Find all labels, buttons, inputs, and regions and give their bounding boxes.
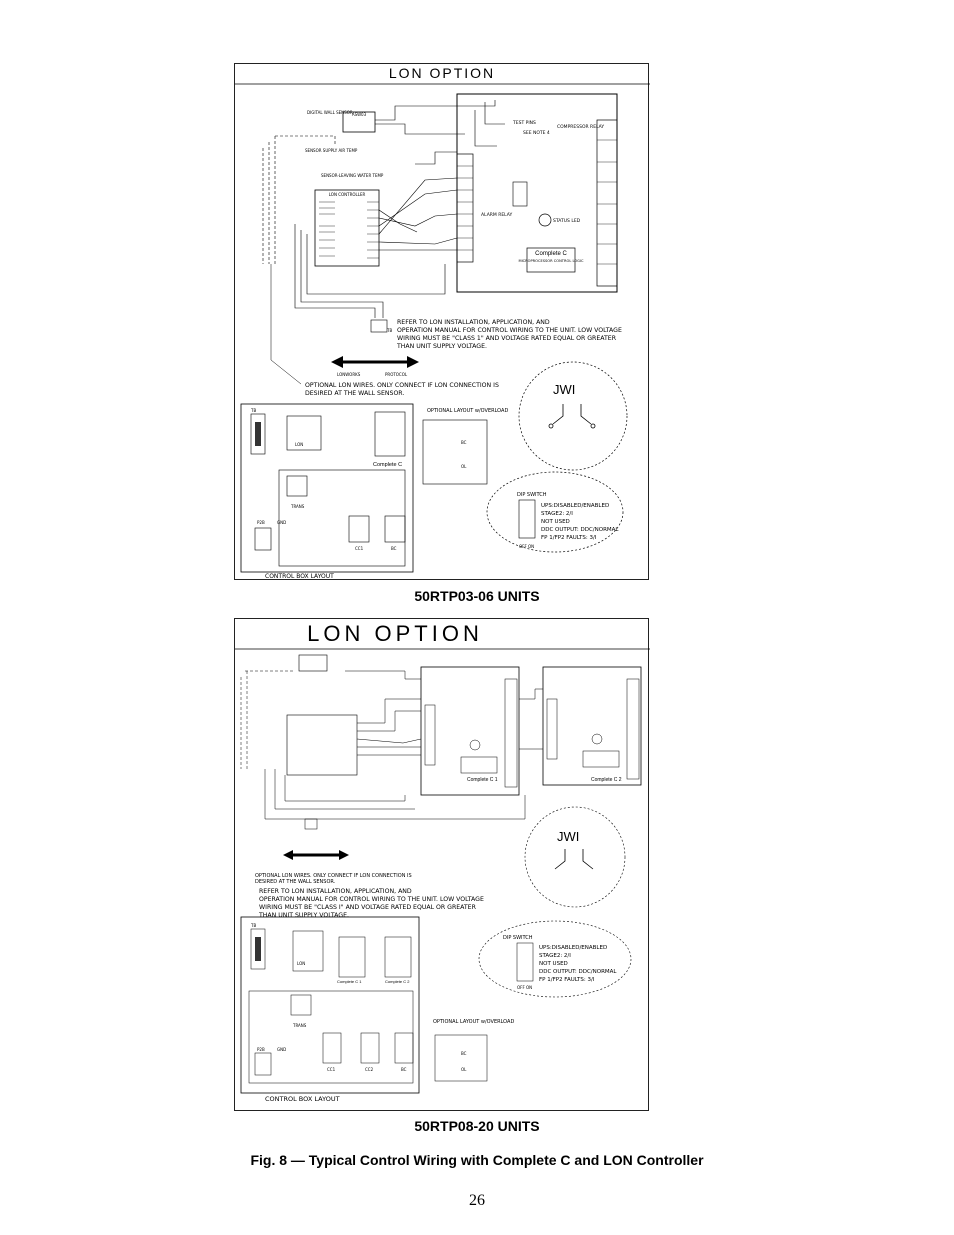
svg-text:TB: TB <box>386 328 392 333</box>
svg-text:DDC OUTPUT: DDC/NORMAL: DDC OUTPUT: DDC/NORMAL <box>539 969 617 975</box>
svg-text:THAN UNIT SUPPLY VOLTAGE.: THAN UNIT SUPPLY VOLTAGE. <box>396 343 487 350</box>
svg-text:REFER TO LON INSTALLATION, APP: REFER TO LON INSTALLATION, APPLICATION, … <box>397 319 550 326</box>
svg-text:P2B: P2B <box>257 520 265 525</box>
svg-text:BC: BC <box>401 1067 407 1072</box>
svg-text:TB: TB <box>250 408 256 413</box>
svg-text:OPERATION MANUAL FOR CONTROL W: OPERATION MANUAL FOR CONTROL WIRING TO T… <box>397 327 622 334</box>
svg-text:STAGE2: 2/I: STAGE2: 2/I <box>541 511 573 517</box>
svg-text:STATUS LED: STATUS LED <box>553 218 581 224</box>
lon-option-diagram-03-06: LON OPTION ASW03 DIGITAL WALL SENSOR SEN… <box>234 63 650 580</box>
svg-text:OL: OL <box>461 464 467 469</box>
jwi-detail <box>524 806 626 908</box>
svg-text:OPTIONAL LAYOUT w/OVERLOAD: OPTIONAL LAYOUT w/OVERLOAD <box>427 408 508 414</box>
svg-text:TB: TB <box>250 923 256 928</box>
svg-text:LONWORKS: LONWORKS <box>337 372 361 377</box>
control-box-layout <box>240 916 420 1094</box>
svg-text:UPS:DISABLED/ENABLED: UPS:DISABLED/ENABLED <box>541 503 609 509</box>
svg-text:CC1: CC1 <box>355 546 364 551</box>
svg-text:CC2: CC2 <box>365 1067 374 1072</box>
svg-text:OFF ON: OFF ON <box>519 544 534 549</box>
svg-text:OPTIONAL LON WIRES. ONLY CONNE: OPTIONAL LON WIRES. ONLY CONNECT IF LON … <box>305 382 499 389</box>
svg-text:DDC OUTPUT: DDC/NORMAL: DDC OUTPUT: DDC/NORMAL <box>541 527 619 533</box>
complete-c1-board <box>420 666 520 796</box>
svg-text:JWI: JWI <box>553 382 575 397</box>
svg-text:ASW03: ASW03 <box>352 112 367 117</box>
svg-text:TRANS: TRANS <box>292 1023 307 1028</box>
svg-text:NOT USED: NOT USED <box>541 519 570 525</box>
svg-text:Complete C: Complete C <box>373 462 402 468</box>
svg-text:GND: GND <box>277 1047 286 1052</box>
figure-caption: Fig. 8 — Typical Control Wiring with Com… <box>250 1152 704 1168</box>
svg-text:DESIRED AT THE WALL SENSOR.: DESIRED AT THE WALL SENSOR. <box>305 390 404 397</box>
svg-text:Complete C 1: Complete C 1 <box>337 979 362 984</box>
svg-text:MICROPROCESSOR CONTROL LOGIC: MICROPROCESSOR CONTROL LOGIC <box>518 259 584 263</box>
wall-sensor-box <box>342 111 376 133</box>
jwi-detail <box>518 361 628 471</box>
svg-text:P2B: P2B <box>257 1047 265 1052</box>
complete-c2-board <box>542 666 642 786</box>
svg-text:WIRING MUST BE "CLASS 1" AND V: WIRING MUST BE "CLASS 1" AND VOLTAGE RAT… <box>397 335 617 342</box>
svg-text:OPTIONAL LON WIRES. ONLY CONNE: OPTIONAL LON WIRES. ONLY CONNECT IF LON … <box>255 873 412 879</box>
svg-text:SENSOR-LEAVING WATER TEMP: SENSOR-LEAVING WATER TEMP <box>321 173 384 178</box>
dip-switch-detail <box>486 471 624 553</box>
svg-text:OPERATION MANUAL FOR CONTROL W: OPERATION MANUAL FOR CONTROL WIRING TO T… <box>259 896 484 903</box>
diagram-title: LON OPTION <box>307 621 483 646</box>
svg-text:FP 1/FP2 FAULTS: 3/I: FP 1/FP2 FAULTS: 3/I <box>541 535 597 541</box>
svg-text:FP 1/FP2 FAULTS: 3/I: FP 1/FP2 FAULTS: 3/I <box>539 977 595 983</box>
svg-text:WIRING MUST BE "CLASS I" AND V: WIRING MUST BE "CLASS I" AND VOLTAGE RAT… <box>259 904 477 911</box>
svg-text:BC: BC <box>461 1051 467 1056</box>
svg-text:CC1: CC1 <box>327 1067 336 1072</box>
svg-text:PROTOCOL: PROTOCOL <box>385 372 408 377</box>
svg-text:LON: LON <box>295 442 303 447</box>
svg-text:UPS:DISABLED/ENABLED: UPS:DISABLED/ENABLED <box>539 945 607 951</box>
wiring-diagram-bottom: LON OPTION Complete C 1 Complete C 2 <box>235 621 650 1103</box>
svg-text:REFER TO LON INSTALLATION, APP: REFER TO LON INSTALLATION, APPLICATION, … <box>259 888 412 895</box>
svg-text:DIP SWITCH: DIP SWITCH <box>517 492 547 498</box>
units-caption-03-06: 50RTP03-06 UNITS <box>414 588 540 604</box>
diagram-title: LON OPTION <box>389 65 495 81</box>
svg-text:GND: GND <box>277 520 286 525</box>
svg-text:LON CONTROLLER: LON CONTROLLER <box>329 192 366 197</box>
lon-controller-box <box>286 714 358 776</box>
svg-text:COMPRESSOR RELAY: COMPRESSOR RELAY <box>557 124 604 130</box>
svg-text:Complete C 2: Complete C 2 <box>591 777 622 783</box>
svg-text:TEST PINS: TEST PINS <box>512 120 536 126</box>
lon-option-diagram-08-20: LON OPTION Complete C 1 Complete C 2 <box>234 618 650 1111</box>
wiring-diagram-top: LON OPTION ASW03 DIGITAL WALL SENSOR SEN… <box>235 65 650 580</box>
svg-text:DIP SWITCH: DIP SWITCH <box>503 935 533 941</box>
digital-wall-sensor-label: DIGITAL WALL SENSOR <box>307 110 353 115</box>
svg-text:STAGE2: 2/I: STAGE2: 2/I <box>539 953 571 959</box>
lon-controller-box <box>314 189 380 267</box>
dip-switch-detail <box>478 920 632 998</box>
svg-text:CONTROL BOX LAYOUT: CONTROL BOX LAYOUT <box>265 1095 340 1103</box>
svg-text:LON: LON <box>297 961 305 966</box>
svg-text:THAN UNIT SUPPLY VOLTAGE.: THAN UNIT SUPPLY VOLTAGE. <box>258 912 349 919</box>
svg-text:NOT USED: NOT USED <box>539 961 568 967</box>
svg-text:BC: BC <box>391 546 397 551</box>
svg-text:Complete C: Complete C <box>535 251 567 257</box>
svg-text:ALARM RELAY: ALARM RELAY <box>481 212 513 218</box>
svg-text:SENSOR SUPPLY AIR TEMP: SENSOR SUPPLY AIR TEMP <box>305 148 358 153</box>
svg-text:Complete C 1: Complete C 1 <box>467 777 498 783</box>
svg-text:BC: BC <box>461 440 467 445</box>
svg-text:OFF ON: OFF ON <box>517 985 532 990</box>
svg-text:Complete C 2: Complete C 2 <box>385 979 410 984</box>
svg-text:CONTROL BOX LAYOUT: CONTROL BOX LAYOUT <box>265 573 334 580</box>
svg-text:JWI: JWI <box>557 829 579 844</box>
page-number: 26 <box>469 1192 485 1209</box>
svg-text:OL: OL <box>461 1067 467 1072</box>
svg-text:SEE NOTE 4: SEE NOTE 4 <box>523 130 550 136</box>
svg-text:DESIRED AT THE WALL SENSOR.: DESIRED AT THE WALL SENSOR. <box>255 879 336 885</box>
svg-text:TRANS: TRANS <box>290 504 305 509</box>
svg-text:OPTIONAL LAYOUT w/OVERLOAD: OPTIONAL LAYOUT w/OVERLOAD <box>433 1019 514 1025</box>
control-box-layout <box>240 403 414 573</box>
units-caption-08-20: 50RTP08-20 UNITS <box>414 1118 540 1134</box>
